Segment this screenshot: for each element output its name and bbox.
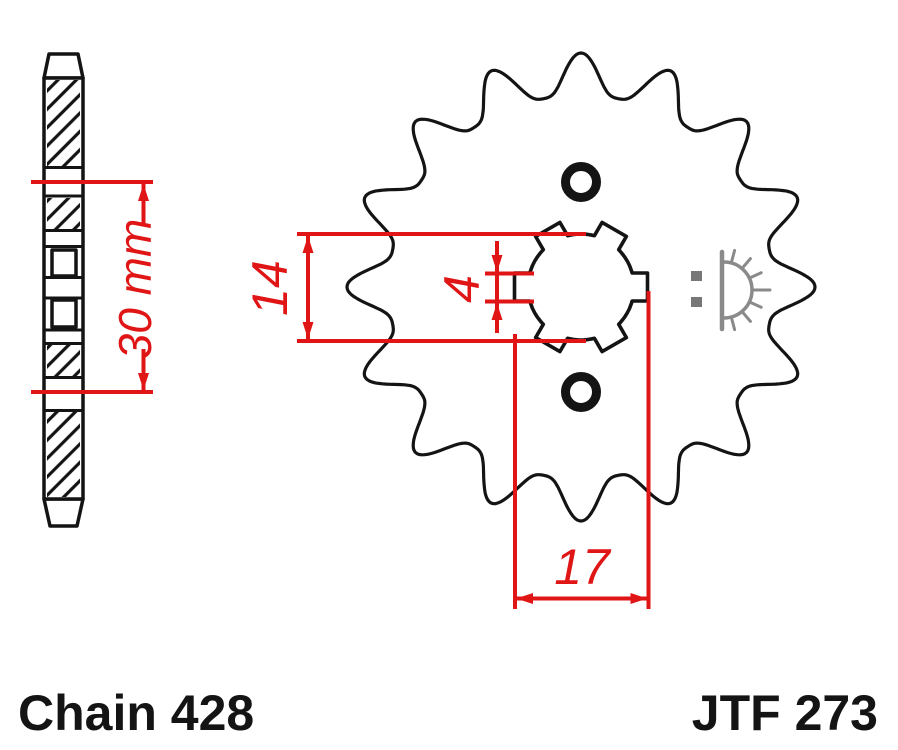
bolt-hole-top [561, 162, 601, 202]
chain-size-label: Chain 428 [18, 685, 255, 741]
model-number-label: JTF 273 [691, 685, 878, 741]
side-bottom-tooth-tip [42, 497, 85, 528]
hatch-section [47, 80, 80, 167]
side-view [42, 52, 85, 528]
dimension-label-14: 14 [242, 260, 298, 316]
dimension-14: 14 [242, 232, 586, 343]
hatch-section [47, 345, 80, 377]
side-top-tooth-tip [42, 52, 85, 80]
hatch-section [47, 198, 80, 230]
dimension-4: 4 [434, 241, 534, 333]
side-spline-slot [50, 248, 78, 278]
jt-stamp-icon [691, 248, 772, 332]
dimension-17: 17 [513, 291, 651, 609]
front-view [345, 51, 817, 523]
dimension-label-4: 4 [434, 275, 490, 303]
hatch-section [47, 412, 80, 497]
dimension-label-17: 17 [554, 539, 612, 595]
bolt-hole-bottom [561, 372, 601, 412]
dimension-label-30mm: 30 mm [109, 219, 161, 360]
dimension-30mm: 30 mm [31, 180, 161, 394]
side-spline-slot [50, 298, 78, 329]
side-section-lines [42, 166, 85, 412]
